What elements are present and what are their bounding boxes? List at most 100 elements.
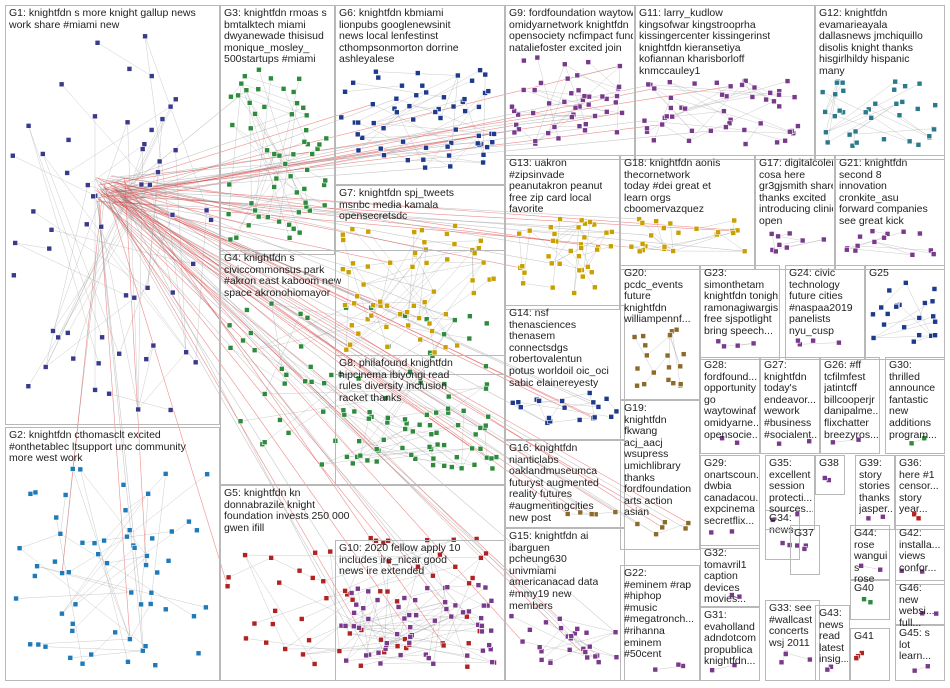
vertex-g8 xyxy=(373,458,380,465)
edge xyxy=(115,190,565,408)
edge xyxy=(61,84,151,185)
vertex-g7 xyxy=(355,330,362,337)
vertex-g12 xyxy=(893,100,900,107)
vertex-g6 xyxy=(480,159,486,166)
vertex-g6 xyxy=(342,88,348,95)
edge xyxy=(873,301,933,339)
vertex-g7 xyxy=(349,226,356,232)
vertex-g11 xyxy=(763,96,769,103)
vertex-g9 xyxy=(534,54,541,61)
edge xyxy=(373,122,492,135)
vertex-g3 xyxy=(294,100,300,107)
edge xyxy=(67,171,159,334)
vertex-g12 xyxy=(932,102,938,108)
group-label-g42: G42: installa... views confor... xyxy=(899,528,941,574)
vertex-g3 xyxy=(242,73,248,80)
vertex-g10 xyxy=(365,588,372,595)
edge xyxy=(98,192,638,525)
edge xyxy=(264,388,487,395)
vertex-g45 xyxy=(924,663,931,670)
edge xyxy=(671,331,681,386)
group-box-g36 xyxy=(895,455,945,530)
vertex-g6 xyxy=(414,70,421,76)
edge xyxy=(376,431,414,462)
vertex-g46 xyxy=(933,610,940,617)
vertex-g6 xyxy=(482,71,489,78)
vertex-g22 xyxy=(675,661,682,668)
edge xyxy=(248,221,280,226)
vertex-g10 xyxy=(448,613,455,620)
edge xyxy=(552,240,599,248)
edge xyxy=(52,122,128,332)
vertex-g10 xyxy=(377,660,384,667)
vertex-g5 xyxy=(243,635,249,642)
vertex-g7 xyxy=(411,303,417,309)
vertex-g27 xyxy=(776,440,782,447)
vertex-g4 xyxy=(441,381,448,387)
vertex-g3 xyxy=(323,135,330,142)
edge xyxy=(99,86,731,186)
vertex-g4 xyxy=(472,431,479,438)
edge xyxy=(404,618,493,663)
edge xyxy=(353,601,446,627)
group-box-g21 xyxy=(835,155,945,270)
vertex-g2 xyxy=(124,533,130,540)
vertex-g18 xyxy=(667,220,674,227)
vertex-g3 xyxy=(296,76,303,82)
vertex-g6 xyxy=(462,108,468,114)
vertex-g4 xyxy=(308,379,315,385)
vertex-g6 xyxy=(423,89,429,96)
vertex-g5 xyxy=(403,645,410,651)
edge xyxy=(363,262,484,285)
edge xyxy=(514,110,572,118)
group-label-g26: G26: #ff tcfilmfest jatintcff billcooper… xyxy=(824,360,878,441)
vertex-g1 xyxy=(159,116,166,122)
vertex-g12 xyxy=(891,86,898,93)
vertex-g1 xyxy=(169,212,176,218)
group-box-g16 xyxy=(505,440,625,528)
vertex-g1 xyxy=(138,181,145,188)
vertex-g15 xyxy=(613,654,620,660)
vertex-g5 xyxy=(378,636,384,643)
edge xyxy=(107,195,581,513)
group-label-g8: G8: philafound knightfdn hipcinema ibiyo… xyxy=(339,358,453,404)
vertex-g9 xyxy=(592,113,598,119)
group-box-g13 xyxy=(505,155,620,310)
vertex-g3 xyxy=(290,225,297,232)
edge xyxy=(363,266,413,285)
edge xyxy=(95,194,598,656)
edge xyxy=(175,150,187,353)
vertex-g14 xyxy=(561,404,568,411)
group-label-g19: G19: knightfdn fkwang acj_aacj wsupress … xyxy=(624,403,692,519)
vertex-g4 xyxy=(261,439,268,446)
vertex-g1 xyxy=(126,66,133,72)
edge xyxy=(98,197,131,640)
vertex-g10 xyxy=(395,604,402,610)
vertex-g10 xyxy=(481,602,487,609)
edge xyxy=(126,474,208,537)
vertex-g12 xyxy=(914,106,921,112)
vertex-g5 xyxy=(440,642,447,649)
vertex-g5 xyxy=(464,663,471,670)
vertex-g8 xyxy=(426,444,433,450)
vertex-g7 xyxy=(384,302,390,309)
vertex-g7 xyxy=(409,264,416,270)
vertex-g6 xyxy=(355,147,362,154)
group-label-g17: G17: digitalcoleman cosa here gr3gjsmith… xyxy=(759,158,833,227)
vertex-g7 xyxy=(471,290,477,296)
vertex-g2 xyxy=(145,490,151,497)
edge xyxy=(655,522,689,535)
edge xyxy=(450,135,479,167)
group-label-g12: G12: knightfdn evamarieayala dallasnews … xyxy=(819,8,923,77)
edge xyxy=(28,125,99,364)
vertex-g8 xyxy=(458,465,465,472)
vertex-g8 xyxy=(477,445,484,452)
edge xyxy=(110,175,557,242)
vertex-g10 xyxy=(432,617,438,624)
vertex-g6 xyxy=(489,139,496,145)
vertex-g17 xyxy=(773,248,779,255)
vertex-g15 xyxy=(543,619,549,626)
vertex-g15 xyxy=(538,657,545,663)
edge xyxy=(118,185,738,231)
edge xyxy=(95,193,483,632)
